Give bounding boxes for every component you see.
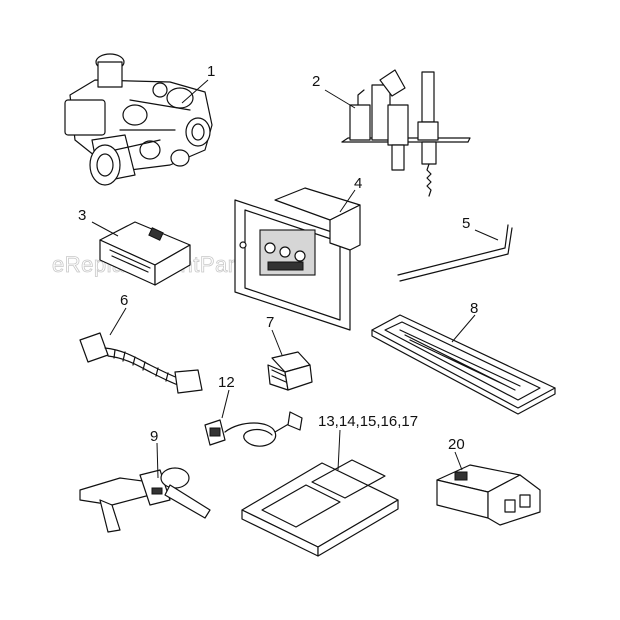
part-7-fitting[interactable] [267, 351, 313, 391]
callout-3: 3 [78, 207, 86, 224]
part-6-flex-gas-line[interactable] [79, 332, 203, 394]
callout-6: 6 [120, 292, 128, 309]
callout-7: 7 [266, 314, 274, 331]
part-3-control-module[interactable] [99, 221, 191, 286]
callout-13-17: 13,14,15,16,17 [318, 413, 418, 430]
part-20-junction-box[interactable] [436, 464, 541, 526]
part-4-wall-switch[interactable] [234, 187, 361, 331]
part-12-sensor-wire[interactable] [204, 411, 303, 447]
callout-20: 20 [448, 436, 465, 453]
callout-8: 8 [470, 300, 478, 317]
callout-12: 12 [218, 374, 235, 391]
part-8-burner-plate[interactable] [371, 314, 556, 415]
callout-2: 2 [312, 73, 320, 90]
leader-lines [91, 79, 499, 479]
part-2-pilot-assembly[interactable] [341, 69, 471, 197]
callout-1: 1 [207, 63, 215, 80]
callout-4: 4 [354, 175, 362, 192]
callout-9: 9 [150, 428, 158, 445]
part-9-pipe-bracket[interactable] [79, 467, 211, 533]
callout-5: 5 [462, 215, 470, 232]
part-13-17-panel[interactable] [241, 459, 399, 557]
part-5-bent-rod[interactable] [397, 224, 513, 282]
part-1-gas-valve[interactable] [64, 53, 213, 186]
